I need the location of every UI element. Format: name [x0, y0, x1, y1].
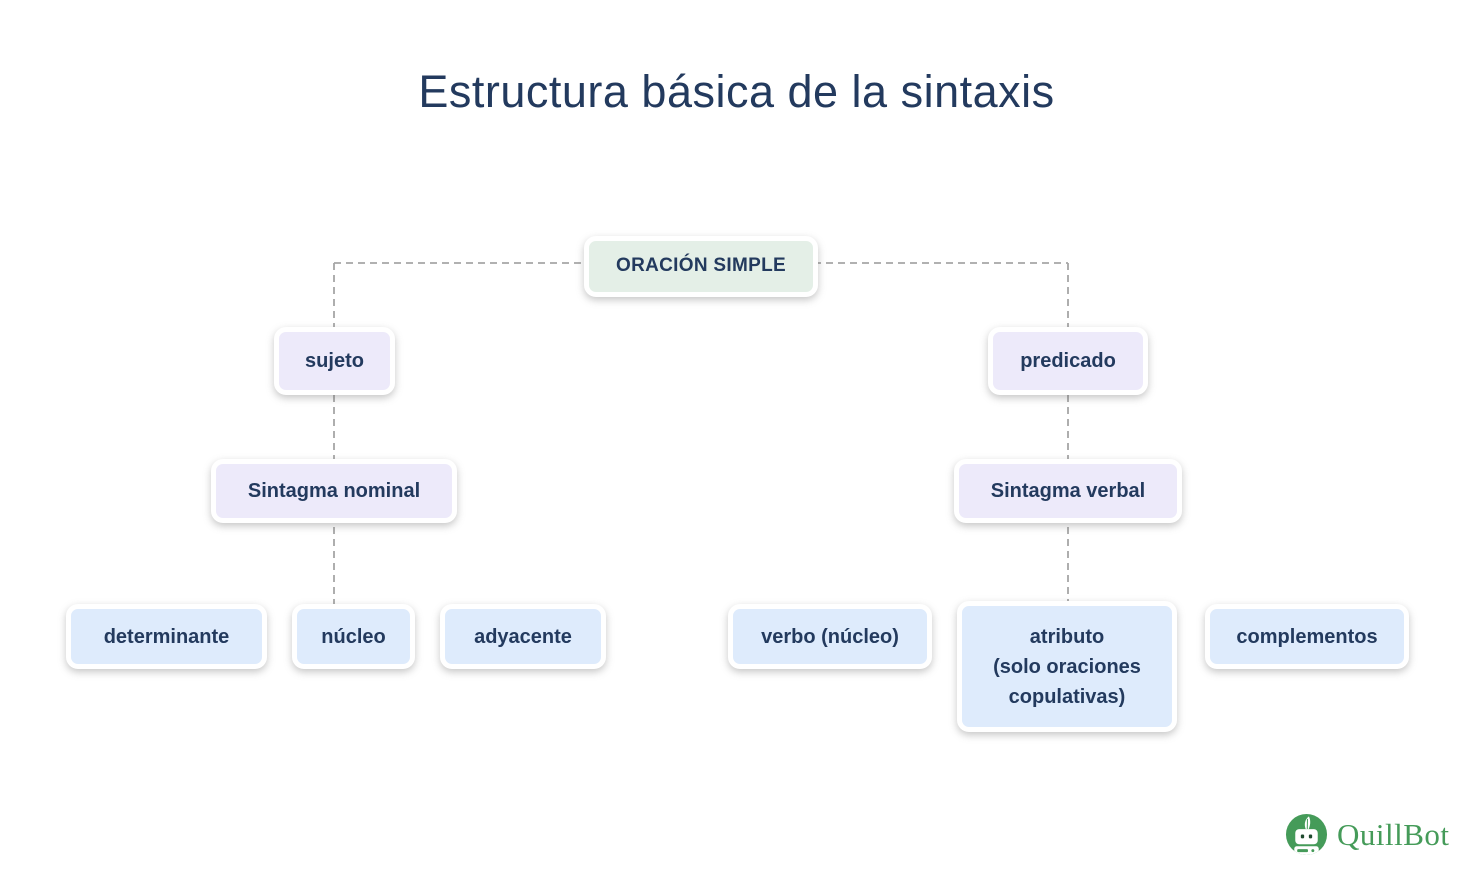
node-predicado-label: predicado [1020, 350, 1116, 372]
node-sintagma-verbal: Sintagma verbal [954, 459, 1182, 523]
node-complementos-label: complementos [1236, 625, 1378, 648]
node-verbo-nucleo-label: verbo (núcleo) [761, 625, 899, 648]
node-sintagma-nominal: Sintagma nominal [211, 459, 457, 523]
node-determinante: determinante [66, 604, 267, 669]
node-sintagma-nominal-label: Sintagma nominal [247, 480, 421, 502]
quillbot-wordmark: QuillBot [1337, 816, 1450, 852]
node-sujeto: sujeto [274, 327, 395, 395]
node-verbo-nucleo: verbo (núcleo) [728, 604, 932, 669]
quillbot-logo: QuillBot [1285, 813, 1450, 856]
node-atributo: atributo (solo oraciones copulativas) [957, 601, 1177, 732]
node-determinante-label: determinante [103, 625, 230, 648]
node-adyacente-label: adyacente [474, 625, 572, 648]
node-complementos: complementos [1205, 604, 1409, 669]
page-title: Estructura básica de la sintaxis [418, 66, 1055, 117]
node-sujeto-label: sujeto [305, 350, 364, 372]
quillbot-robot-icon [1285, 813, 1328, 856]
node-nucleo-label: núcleo [321, 625, 386, 648]
node-oracion-simple: ORACIÓN SIMPLE [584, 236, 818, 297]
node-nucleo: núcleo [292, 604, 415, 669]
node-oracion-simple-label: ORACIÓN SIMPLE [616, 255, 786, 277]
node-sintagma-verbal-label: Sintagma verbal [990, 480, 1146, 502]
node-predicado: predicado [988, 327, 1148, 395]
node-adyacente: adyacente [440, 604, 606, 669]
node-atributo-label: atributo (solo oraciones copulativas) [993, 625, 1141, 708]
